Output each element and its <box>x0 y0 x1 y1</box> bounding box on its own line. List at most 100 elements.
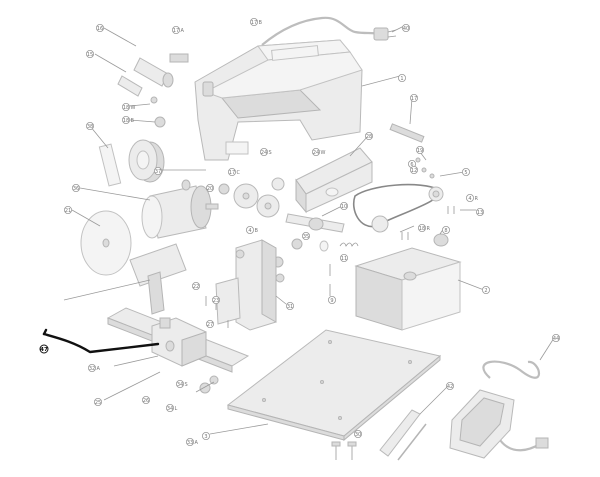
callout-30[interactable]: 30 <box>354 430 362 438</box>
callout-circle <box>94 398 102 406</box>
cutting-disk <box>80 210 132 276</box>
callout-number: 21 <box>65 208 71 214</box>
callout-circle <box>202 432 210 440</box>
tool-42 <box>379 409 427 461</box>
handle-parts <box>195 375 219 394</box>
callout-circle <box>246 226 254 234</box>
callout-circle <box>466 194 474 202</box>
callout-number: 18 <box>123 118 129 124</box>
callout-number: 5 <box>464 170 467 176</box>
callout-number: 34 <box>177 382 183 388</box>
callout-19[interactable]: 19 <box>416 146 424 154</box>
callout-circle <box>122 116 130 124</box>
callout-16[interactable]: 16 <box>96 24 104 32</box>
callout-37[interactable]: 37 <box>154 167 162 175</box>
callout-15[interactable]: 15 <box>86 50 94 58</box>
callout-22[interactable]: 22 <box>192 282 200 290</box>
callout-circle <box>365 132 373 140</box>
callout-17[interactable]: 17 <box>410 94 418 102</box>
callout-circle <box>416 146 424 154</box>
callout-26[interactable]: 26 <box>142 396 150 404</box>
callout-number: 26 <box>143 398 149 404</box>
callout-3[interactable]: 3 <box>202 432 210 440</box>
callout-23[interactable]: 23 <box>212 296 220 304</box>
callout-number: 33 <box>187 440 193 446</box>
callout-1[interactable]: 1 <box>398 74 406 82</box>
callout-number: 36 <box>73 186 79 192</box>
vertical-block-assembly <box>205 239 277 331</box>
callout-number: 11 <box>341 256 347 262</box>
callout-number: 24 <box>313 150 319 156</box>
callout-36[interactable]: 36 <box>72 184 80 192</box>
callout-9[interactable]: 9 <box>328 296 336 304</box>
callout-5[interactable]: 5 <box>462 168 470 176</box>
callout-20[interactable]: 20 <box>206 184 214 192</box>
callout-number: 16 <box>97 26 103 32</box>
callout-31[interactable]: 31 <box>286 302 294 310</box>
knob-assembly <box>117 53 189 128</box>
callout-circle <box>176 380 184 388</box>
callout-number: 34 <box>167 406 173 412</box>
callout-12[interactable]: 12 <box>410 166 418 174</box>
callout-circle <box>410 94 418 102</box>
callout-suffix: B <box>131 118 135 124</box>
callout-number: 1 <box>400 76 403 82</box>
callout-number: 28 <box>366 134 372 140</box>
spring <box>339 242 359 247</box>
base-plate <box>226 329 442 442</box>
bar-17 <box>389 123 425 143</box>
callout-35[interactable]: 35 <box>302 232 310 240</box>
callout-47[interactable]: 47 <box>39 344 49 354</box>
callout-21[interactable]: 21 <box>64 206 72 214</box>
callout-number: 12 <box>411 168 417 174</box>
rod-47-highlighted <box>42 328 160 354</box>
callout-circle <box>552 334 560 342</box>
callout-circle <box>228 168 236 176</box>
callout-40[interactable]: 40 <box>402 24 410 32</box>
callout-2[interactable]: 2 <box>482 286 490 294</box>
callout-circle <box>96 24 104 32</box>
callout-25[interactable]: 25 <box>94 398 102 406</box>
callout-suffix: S <box>269 150 272 156</box>
callout-number: 13 <box>477 210 483 216</box>
callout-circle <box>72 184 80 192</box>
callout-number: 35 <box>303 234 309 240</box>
callout-27[interactable]: 27 <box>206 320 214 328</box>
callout-circle <box>476 208 484 216</box>
callout-number: 4 <box>468 196 471 202</box>
callout-8[interactable]: 8 <box>442 226 450 234</box>
callout-number: 3 <box>204 434 207 440</box>
callout-circle <box>354 430 362 438</box>
callout-11[interactable]: 11 <box>340 254 348 262</box>
callout-number: 23 <box>213 298 219 304</box>
callout-47-label: 47 <box>40 347 48 353</box>
motor-bracket <box>129 243 187 315</box>
callout-number: 22 <box>193 284 199 290</box>
callout-circle <box>212 296 220 304</box>
callout-circle <box>206 320 214 328</box>
power-cord <box>261 16 397 46</box>
callout-number: 17 <box>251 20 257 26</box>
callout-number: 17 <box>411 96 417 102</box>
callout-10[interactable]: 10 <box>340 202 348 210</box>
callout-42[interactable]: 42 <box>446 382 454 390</box>
callout-13[interactable]: 13 <box>476 208 484 216</box>
base-screws <box>331 441 357 460</box>
callout-38[interactable]: 38 <box>86 122 94 130</box>
callout-44[interactable]: 44 <box>552 334 560 342</box>
callout-28[interactable]: 28 <box>365 132 373 140</box>
